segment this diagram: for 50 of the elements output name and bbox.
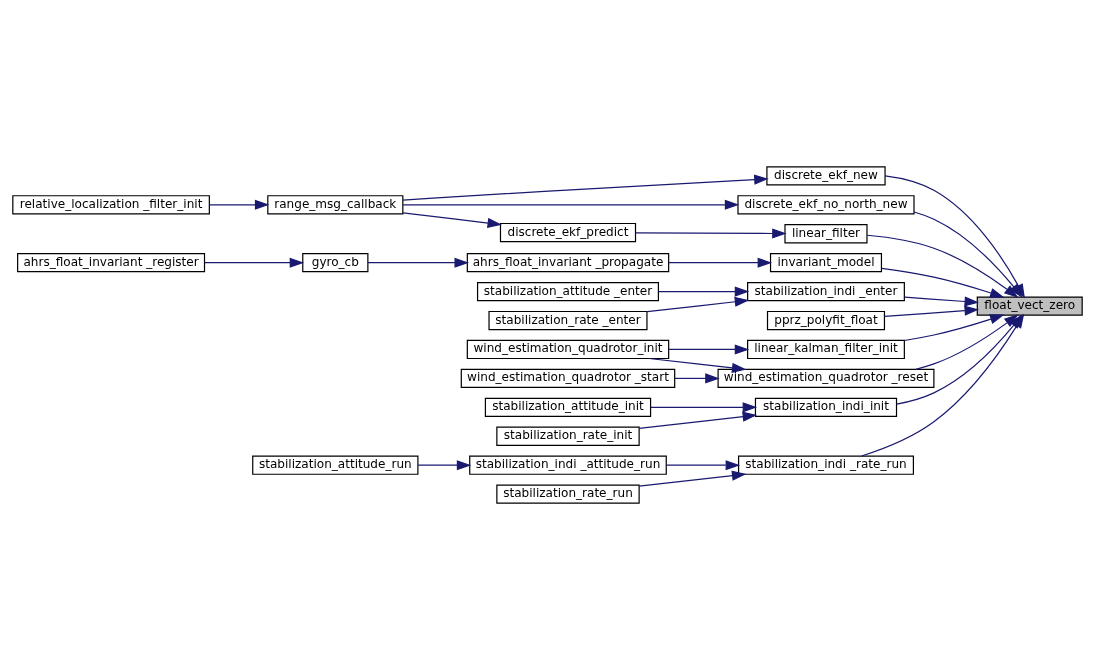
arrow — [668, 257, 773, 268]
node-box: wind_estimation_quadrotor _reset — [717, 368, 935, 388]
arrow — [650, 401, 758, 412]
node-box: stabilization_indi_init — [754, 397, 898, 417]
arrow — [638, 470, 747, 487]
node-box: linear_filter — [784, 223, 868, 243]
arrow — [666, 459, 741, 470]
node-box: ahrs_float_invariant _propagate — [466, 252, 670, 272]
node-box: float_vect_zero — [976, 295, 1083, 316]
arrow — [417, 459, 472, 470]
arrow — [903, 313, 1005, 341]
node-box: stabilization_indi _enter — [747, 281, 905, 301]
node-box: stabilization_attitude _enter — [476, 281, 659, 301]
node-box: pprz_polyfit_float — [766, 310, 886, 330]
arrow — [648, 357, 747, 373]
node-box: ahrs_float_invariant _register — [17, 252, 206, 272]
arrow — [657, 286, 750, 297]
arrow — [904, 295, 980, 307]
node-box: discrete_ekf_no_north_new — [737, 194, 915, 214]
arrow — [883, 305, 980, 317]
node-box: stabilization_attitude_init — [484, 397, 652, 417]
arrow — [402, 174, 769, 201]
arrow — [204, 257, 305, 268]
arrow — [668, 343, 750, 355]
arrow — [635, 227, 787, 239]
node-box: stabilization_indi _rate_run — [737, 455, 914, 475]
node-box: stabilization_indi _attitude_run — [469, 455, 667, 475]
node-box: discrete_ekf_predict — [499, 222, 637, 242]
node-box: wind_estimation_quadrotor_init — [466, 339, 670, 359]
arrow — [866, 234, 1019, 298]
arrow — [674, 372, 720, 383]
node-box: gyro_cb — [302, 252, 369, 272]
arrow — [646, 296, 750, 312]
node-box: wind_estimation_quadrotor _start — [460, 368, 676, 388]
node-box: invariant_model — [769, 252, 883, 272]
node-box: range_msg_callback — [267, 194, 404, 214]
arrow — [915, 313, 1019, 370]
arrow — [402, 211, 502, 228]
node-box: stabilization_attitude_run — [252, 455, 419, 475]
arrow — [402, 199, 740, 210]
node-box: stabilization_rate_init — [496, 426, 640, 446]
arrow — [881, 267, 1005, 298]
arrow — [208, 199, 270, 210]
node-box: relative_localization _filter_init — [12, 194, 210, 214]
node-box: linear_kalman_filter_init — [747, 339, 905, 359]
node-box: discrete_ekf_new — [766, 165, 886, 185]
arrow — [638, 411, 758, 429]
arrow — [367, 257, 469, 268]
node-box: stabilization_rate _enter — [488, 310, 648, 330]
node-box: stabilization_rate_run — [496, 484, 640, 504]
